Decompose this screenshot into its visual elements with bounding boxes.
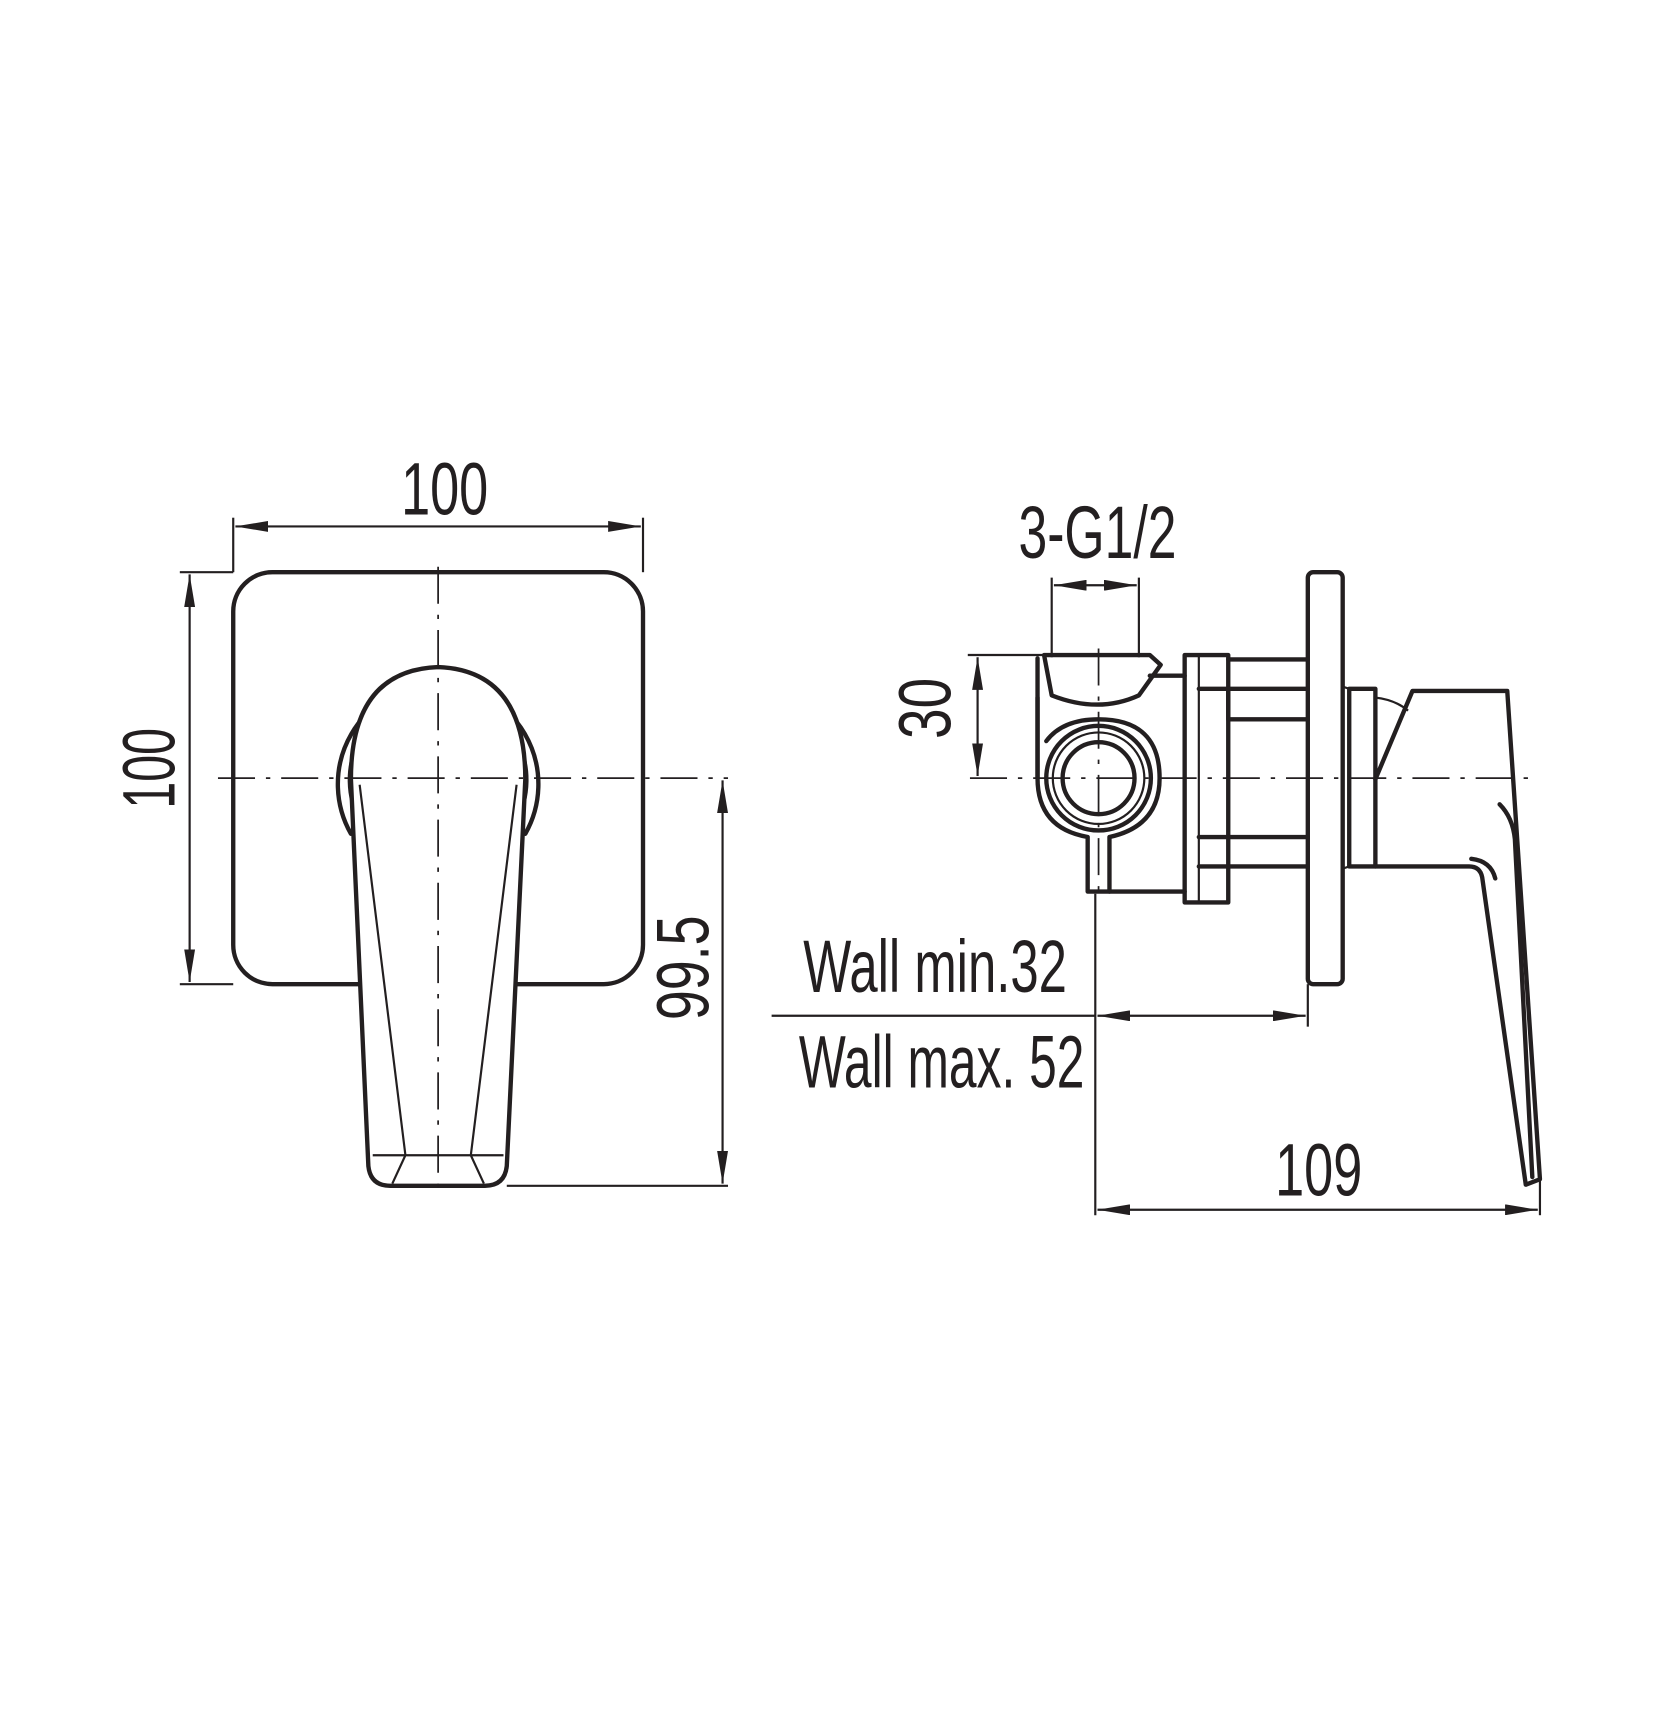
side-view: 3-G1/2 30 Wall min.32 Wall max. 52 109 (771, 491, 1543, 1216)
thread-label: 3-G1/2 (1018, 491, 1176, 574)
height-label: 100 (107, 728, 190, 809)
width-label: 100 (401, 447, 488, 530)
side-lever-handle (1373, 688, 1543, 1187)
depth-label: 109 (1275, 1129, 1362, 1212)
wall-min-label: Wall min.32 (803, 925, 1067, 1008)
lever-handle (348, 664, 528, 1188)
front-view: 100 100 99.5 (107, 447, 729, 1199)
inlet-height-label: 30 (883, 678, 966, 739)
valve-rings (1196, 657, 1310, 869)
handle-height-label: 99.5 (641, 915, 724, 1020)
inlet-housing (1035, 695, 1162, 894)
wall-max-label: Wall max. 52 (799, 1021, 1085, 1104)
lever-inner-edge (1469, 802, 1535, 1180)
